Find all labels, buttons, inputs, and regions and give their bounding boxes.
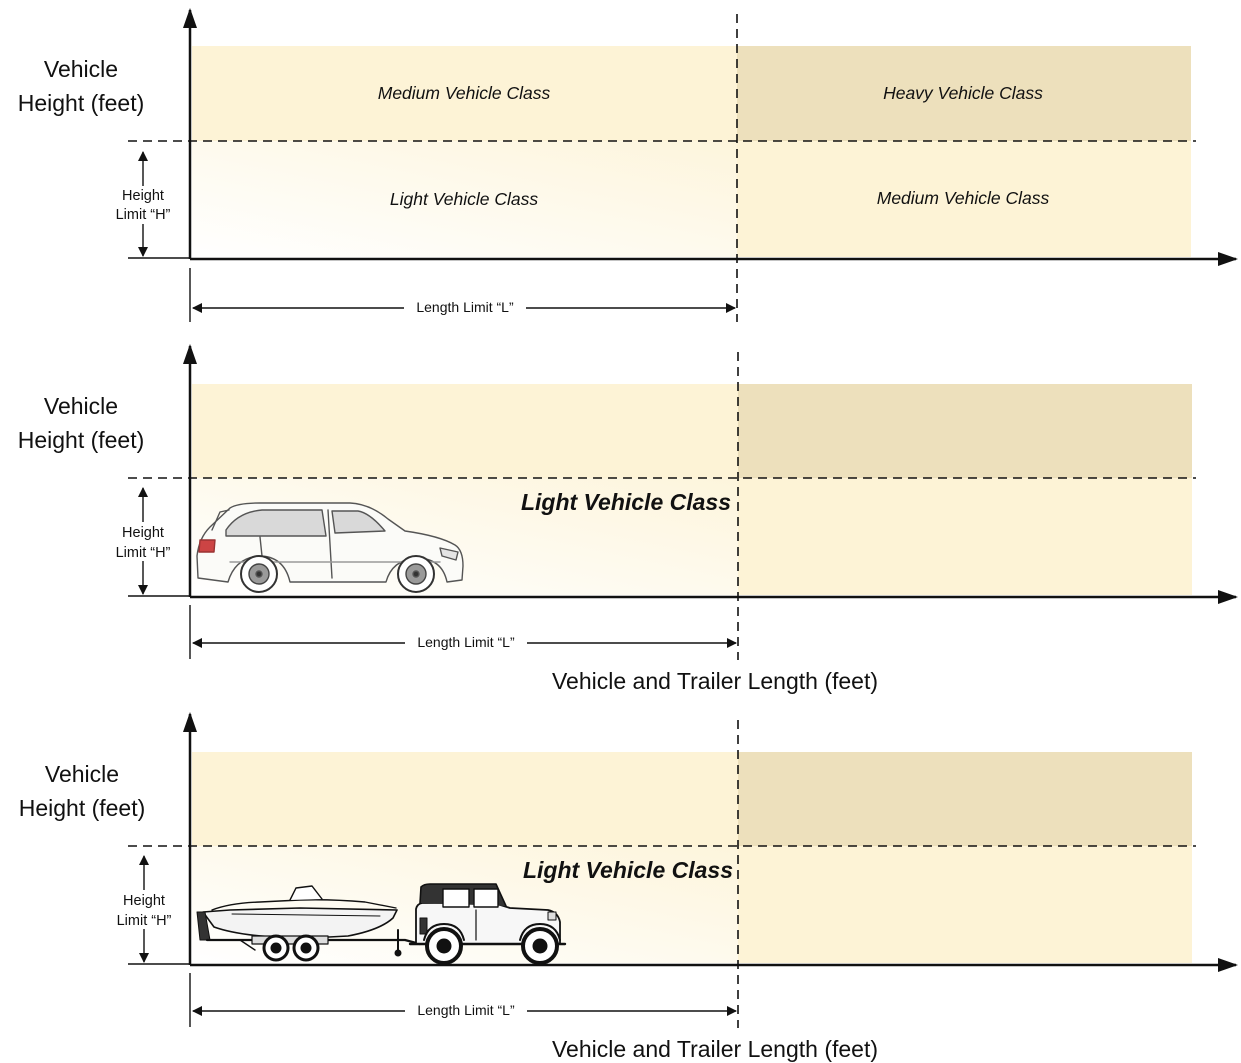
label-heavy-vehicle-class: Heavy Vehicle Class xyxy=(883,83,1043,103)
y-axis-label-line2: Height (feet) xyxy=(18,90,145,116)
length-limit-label: Length Limit “L” xyxy=(417,1002,515,1018)
region-medium-top-left xyxy=(192,384,738,478)
region-heavy-top-right xyxy=(738,384,1192,478)
panel-3: Vehicle Height (feet) Height Limit “H” L… xyxy=(19,712,1238,1062)
jeep-with-boat-trailer-icon xyxy=(196,883,567,965)
x-axis-label: Vehicle and Trailer Length (feet) xyxy=(552,668,878,694)
label-light-vehicle-class: Light Vehicle Class xyxy=(523,857,733,883)
y-axis-label-line2: Height (feet) xyxy=(18,427,145,453)
label-medium-vehicle-class-top: Medium Vehicle Class xyxy=(378,83,551,103)
height-limit-label-line2: Limit “H” xyxy=(117,913,172,929)
length-limit-label: Length Limit “L” xyxy=(417,634,515,650)
y-axis-label-line2: Height (feet) xyxy=(19,795,146,821)
height-limit-label-line1: Height xyxy=(123,893,165,909)
region-medium-bottom-right xyxy=(738,478,1192,595)
height-limit-label-line2: Limit “H” xyxy=(116,545,171,561)
minivan-icon xyxy=(196,502,464,593)
label-medium-vehicle-class-bottom: Medium Vehicle Class xyxy=(877,188,1050,208)
length-limit-label: Length Limit “L” xyxy=(416,299,514,315)
region-medium-top-left xyxy=(192,46,737,141)
panel-2: Vehicle Height (feet) Height Limit “H” L… xyxy=(18,344,1238,694)
y-axis-label-line1: Vehicle xyxy=(44,393,118,419)
region-heavy-top-right xyxy=(737,46,1191,141)
label-light-vehicle-class: Light Vehicle Class xyxy=(390,189,538,209)
region-heavy-top-right xyxy=(738,752,1192,846)
y-axis-label-line1: Vehicle xyxy=(45,761,119,787)
panel-1: Vehicle Height (feet) Height Limit “H” L… xyxy=(18,8,1238,322)
region-medium-bottom-right xyxy=(738,846,1192,963)
height-limit-label-line1: Height xyxy=(122,525,164,541)
height-limit-label-line1: Height xyxy=(122,188,164,204)
height-limit-label-line2: Limit “H” xyxy=(116,207,171,223)
region-light-bottom-left xyxy=(192,141,737,257)
region-medium-top-left xyxy=(192,752,738,846)
region-medium-bottom-right xyxy=(737,141,1191,257)
y-axis-label-line1: Vehicle xyxy=(44,56,118,82)
label-light-vehicle-class: Light Vehicle Class xyxy=(521,489,731,515)
x-axis-label: Vehicle and Trailer Length (feet) xyxy=(552,1036,878,1062)
